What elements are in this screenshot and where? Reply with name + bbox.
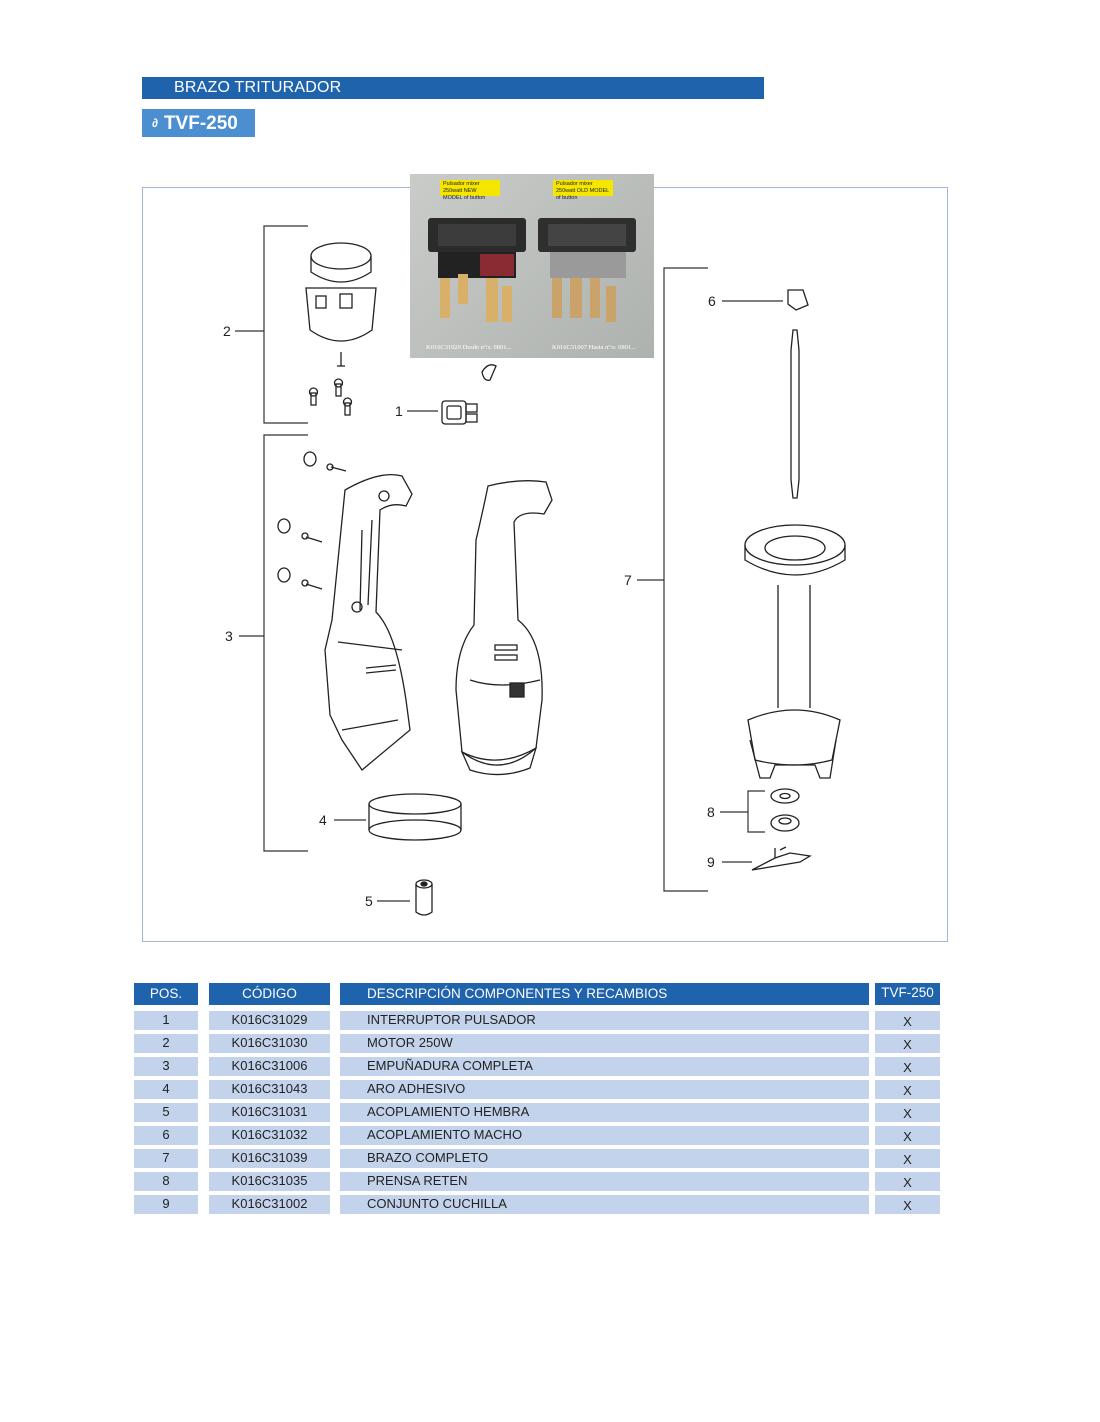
table-row: 3 K016C31006 EMPUÑADURA COMPLETA X bbox=[134, 1057, 940, 1076]
old-model-tag: Pulsador mixer 250watt OLD MODEL of butt… bbox=[553, 180, 613, 201]
callout-3: 3 bbox=[225, 628, 233, 644]
new-model-caption: K016C31029 Desde nº/s: 0801... bbox=[426, 344, 512, 351]
row-description: ARO ADHESIVO bbox=[340, 1080, 869, 1099]
row-mark: X bbox=[875, 1103, 940, 1122]
row-mark: X bbox=[875, 1057, 940, 1076]
bracket-3 bbox=[263, 434, 308, 852]
ring-drawing bbox=[368, 793, 462, 841]
row-code: K016C31043 bbox=[209, 1080, 330, 1099]
bracket-8 bbox=[747, 790, 765, 833]
callout-7: 7 bbox=[624, 572, 632, 588]
row-pos: 8 bbox=[134, 1172, 198, 1191]
header-description: DESCRIPCIÓN COMPONENTES Y RECAMBIOS bbox=[340, 983, 869, 1005]
row-code: K016C31031 bbox=[209, 1103, 330, 1122]
table-header: POS. CÓDIGO DESCRIPCIÓN COMPONENTES Y RE… bbox=[134, 983, 940, 1005]
header-code: CÓDIGO bbox=[209, 983, 330, 1005]
callout-8: 8 bbox=[707, 804, 715, 820]
row-mark: X bbox=[875, 1195, 940, 1214]
row-mark: X bbox=[875, 1080, 940, 1099]
table-row: 8 K016C31035 PRENSA RETEN X bbox=[134, 1172, 940, 1191]
row-description: CONJUNTO CUCHILLA bbox=[340, 1195, 869, 1214]
row-description: PRENSA RETEN bbox=[340, 1172, 869, 1191]
row-description: INTERRUPTOR PULSADOR bbox=[340, 1011, 869, 1030]
row-pos: 4 bbox=[134, 1080, 198, 1099]
male-coupling-drawing bbox=[787, 289, 809, 311]
blade-drawing bbox=[751, 846, 812, 871]
blender-arm-drawing bbox=[744, 329, 846, 779]
row-code: K016C31006 bbox=[209, 1057, 330, 1076]
row-mark: X bbox=[875, 1034, 940, 1053]
callout-6: 6 bbox=[708, 293, 716, 309]
female-coupling-drawing bbox=[415, 879, 433, 916]
model-badge: ∂ TVF-250 bbox=[142, 109, 255, 137]
row-description: ACOPLAMIENTO HEMBRA bbox=[340, 1103, 869, 1122]
bracket-7 bbox=[663, 267, 708, 892]
row-code: K016C31032 bbox=[209, 1126, 330, 1145]
new-model-tag: Pulsador mixer 250watt NEW MODEL of butt… bbox=[440, 180, 500, 201]
row-code: K016C31039 bbox=[209, 1149, 330, 1168]
row-mark: X bbox=[875, 1172, 940, 1191]
row-pos: 6 bbox=[134, 1126, 198, 1145]
table-row: 5 K016C31031 ACOPLAMIENTO HEMBRA X bbox=[134, 1103, 940, 1122]
row-description: ACOPLAMIENTO MACHO bbox=[340, 1126, 869, 1145]
model-name: TVF-250 bbox=[163, 113, 238, 134]
row-code: K016C31030 bbox=[209, 1034, 330, 1053]
table-row: 9 K016C31002 CONJUNTO CUCHILLA X bbox=[134, 1195, 940, 1214]
table-row: 4 K016C31043 ARO ADHESIVO X bbox=[134, 1080, 940, 1099]
row-description: BRAZO COMPLETO bbox=[340, 1149, 869, 1168]
callout-2: 2 bbox=[223, 323, 231, 339]
row-code: K016C31002 bbox=[209, 1195, 330, 1214]
section-title: BRAZO TRITURADOR bbox=[142, 77, 764, 99]
row-mark: X bbox=[875, 1126, 940, 1145]
table-row: 2 K016C31030 MOTOR 250W X bbox=[134, 1034, 940, 1053]
row-mark: X bbox=[875, 1011, 940, 1030]
row-pos: 2 bbox=[134, 1034, 198, 1053]
table-row: 7 K016C31039 BRAZO COMPLETO X bbox=[134, 1149, 940, 1168]
row-pos: 9 bbox=[134, 1195, 198, 1214]
row-description: EMPUÑADURA COMPLETA bbox=[340, 1057, 869, 1076]
switch-photo: Pulsador mixer 250watt NEW MODEL of butt… bbox=[410, 174, 654, 358]
row-pos: 5 bbox=[134, 1103, 198, 1122]
table-row: 6 K016C31032 ACOPLAMIENTO MACHO X bbox=[134, 1126, 940, 1145]
handle-shell-drawing bbox=[277, 451, 413, 771]
exploded-parts-diagram: 1 2 3 4 5 6 7 8 9 bbox=[223, 225, 846, 916]
row-code: K016C31029 bbox=[209, 1011, 330, 1030]
callout-4: 4 bbox=[319, 812, 327, 828]
switch-drawing bbox=[441, 400, 478, 425]
old-model-caption: K016C31007 Hasta nº/s: 0801... bbox=[552, 344, 636, 351]
row-description: MOTOR 250W bbox=[340, 1034, 869, 1053]
row-mark: X bbox=[875, 1149, 940, 1168]
row-pos: 7 bbox=[134, 1149, 198, 1168]
bracket-2 bbox=[263, 225, 308, 424]
switch-photo-image bbox=[428, 218, 636, 322]
row-code: K016C31035 bbox=[209, 1172, 330, 1191]
header-model: TVF-250 bbox=[875, 983, 940, 1005]
brand-logo-icon: ∂ bbox=[152, 116, 158, 130]
motor-drawing bbox=[305, 242, 497, 416]
row-pos: 3 bbox=[134, 1057, 198, 1076]
callout-9: 9 bbox=[707, 854, 715, 870]
callout-1: 1 bbox=[395, 403, 403, 419]
header-pos: POS. bbox=[134, 983, 198, 1005]
handle-assembled-drawing bbox=[455, 480, 553, 776]
table-row: 1 K016C31029 INTERRUPTOR PULSADOR X bbox=[134, 1011, 940, 1030]
row-pos: 1 bbox=[134, 1011, 198, 1030]
seal-drawing bbox=[770, 788, 800, 832]
callout-5: 5 bbox=[365, 893, 373, 909]
